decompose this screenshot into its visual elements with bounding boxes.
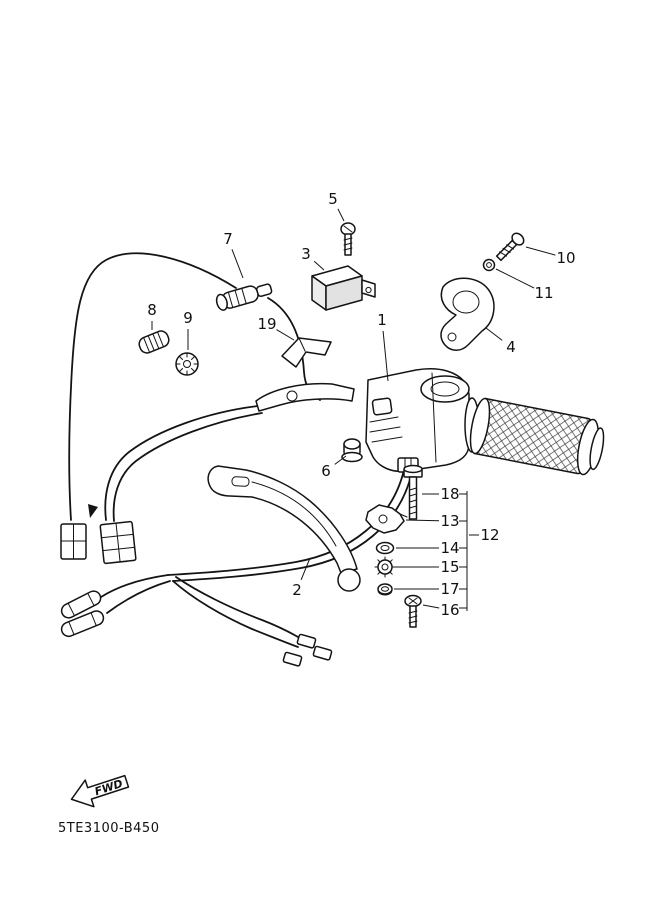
dial-part-9 — [175, 352, 199, 376]
fwd-arrow: FWD — [70, 774, 130, 808]
callout-leader-6 — [334, 455, 347, 465]
callout-leader-1 — [382, 330, 389, 382]
callout-leader-4 — [485, 327, 503, 341]
callout-number-19: 19 — [257, 315, 276, 333]
wire-boot-2 — [60, 610, 105, 638]
callout-leader-10 — [525, 246, 556, 256]
callout-number-3: 3 — [301, 245, 311, 263]
callout-number-5: 5 — [328, 190, 338, 208]
bracket-19 — [281, 337, 332, 368]
callout-number-16: 16 — [440, 601, 459, 619]
brake-lever — [207, 465, 361, 592]
screw-16 — [404, 594, 422, 628]
callout-number-13: 13 — [440, 512, 459, 530]
callout-number-9: 9 — [183, 309, 193, 327]
cable-end-part — [215, 283, 273, 311]
callout-number-14: 14 — [440, 539, 459, 557]
callout-leader-16 — [422, 604, 440, 609]
callout-leader-11 — [495, 268, 535, 289]
part-code: 5TE3100-B450 — [58, 821, 159, 836]
nut-6 — [341, 438, 363, 463]
callout-number-7: 7 — [223, 230, 233, 248]
washer-11 — [482, 258, 496, 272]
callout-leader-3 — [313, 260, 325, 271]
callout-number-4: 4 — [506, 338, 516, 356]
lever-perch — [255, 382, 355, 412]
washer-14 — [375, 541, 395, 555]
callout-number-18: 18 — [440, 485, 459, 503]
callout-number-17: 17 — [440, 580, 459, 598]
spade-terminal-2 — [312, 645, 333, 661]
cable-runs — [68, 252, 321, 522]
callout-number-8: 8 — [147, 301, 157, 319]
switch-block — [311, 265, 376, 311]
callout-leader-19 — [276, 329, 295, 341]
knurled-part-8 — [138, 330, 170, 354]
connector-block-a — [60, 523, 87, 560]
callout-leader-13 — [405, 519, 440, 522]
callout-number-10: 10 — [556, 249, 575, 267]
spade-terminal-3 — [282, 651, 303, 667]
spade-terminal-1 — [296, 633, 317, 649]
fwd-label: FWD — [93, 777, 124, 798]
callout-number-2: 2 — [292, 581, 302, 599]
callout-number-1: 1 — [377, 311, 387, 329]
handlebar-grip — [469, 397, 605, 476]
callout-number-15: 15 — [440, 558, 459, 576]
screw-10 — [495, 232, 525, 262]
star-washer-15 — [374, 556, 396, 578]
callout-number-12: 12 — [480, 526, 499, 544]
connector-block-b — [99, 520, 137, 565]
wire-boot-1 — [60, 590, 102, 619]
callout-number-6: 6 — [321, 462, 331, 480]
clamp-bracket — [440, 277, 495, 351]
harness-marker — [88, 504, 98, 518]
callout-leader-2 — [300, 557, 311, 580]
assembly-group-bracket — [459, 491, 468, 611]
callout-leader-5 — [337, 208, 345, 222]
screw-5 — [340, 222, 356, 256]
switch-part-13 — [365, 504, 408, 534]
callout-leader-7 — [231, 249, 244, 279]
nut-17 — [377, 583, 393, 596]
switch-housing — [365, 368, 470, 473]
callout-number-11: 11 — [534, 284, 553, 302]
bolt-18 — [403, 464, 423, 520]
